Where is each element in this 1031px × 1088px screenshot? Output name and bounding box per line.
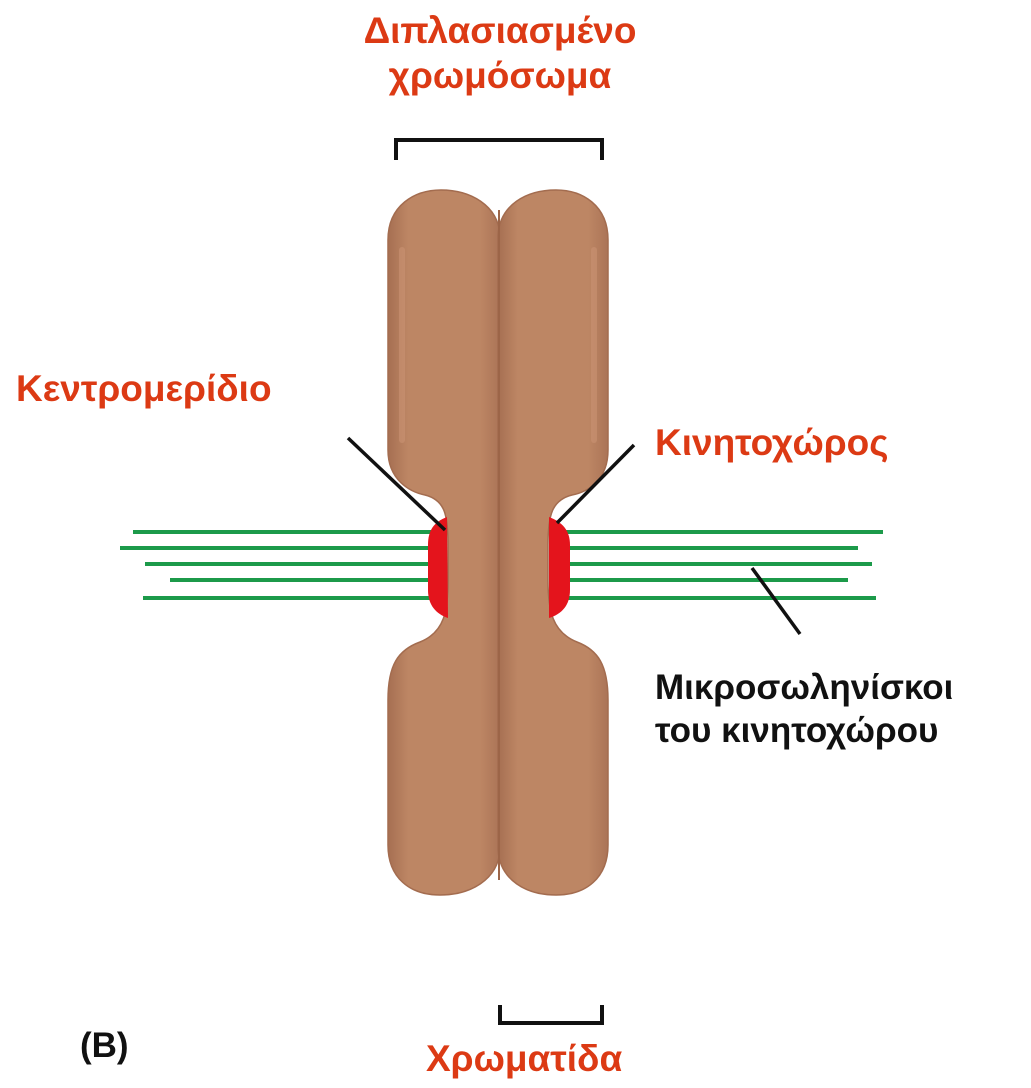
microtubules-label-line2: του κινητοχώρου	[655, 710, 953, 753]
microtubules-right	[560, 532, 883, 598]
duplicated-chromosome-label-line1: Διπλασιασμένο	[340, 8, 660, 53]
chromatid-bracket	[500, 1005, 602, 1023]
microtubules-label: Μικροσωληνίσκοι του κινητοχώρου	[655, 667, 953, 752]
centromere-label: Κεντρομερίδιο	[16, 366, 272, 411]
kinetochore-left	[428, 517, 448, 618]
microtubules-label-line1: Μικροσωληνίσκοι	[655, 667, 953, 710]
microtubules-left	[120, 532, 440, 598]
chromatid-label: Χρωματίδα	[426, 1036, 622, 1081]
microtubules-leader-line	[752, 568, 800, 634]
duplicated-chromosome-label-line2: χρωμόσωμα	[340, 53, 660, 98]
duplicated-chromosome-label: Διπλασιασμένο χρωμόσωμα	[340, 8, 660, 98]
panel-letter: (B)	[80, 1025, 129, 1068]
kinetochore-right	[549, 517, 570, 618]
kinetochore-label: Κινητοχώρος	[655, 420, 888, 465]
duplicated-chromosome-bracket	[396, 140, 602, 160]
